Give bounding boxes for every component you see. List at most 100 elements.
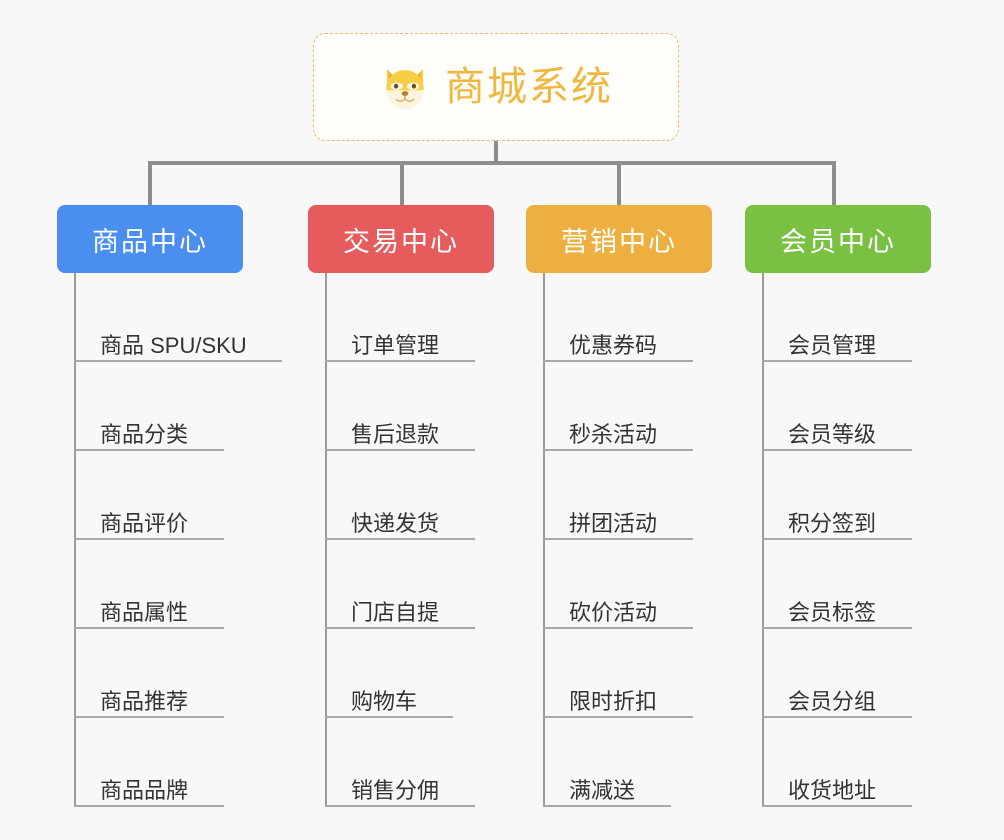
- leaf-underline: [762, 449, 912, 451]
- leaf-label: 商品品牌: [100, 777, 189, 803]
- leaf-underline: [543, 805, 671, 807]
- connector-drop-4: [832, 161, 836, 205]
- list-item[interactable]: 优惠券码: [526, 273, 736, 362]
- leaf-label: 快递发货: [351, 510, 440, 536]
- leaf-label: 购物车: [351, 688, 418, 714]
- leaf-underline: [543, 538, 693, 540]
- leaf-list-4: 会员管理 会员等级 积分签到 会员标签 会员分组 收货地址: [745, 273, 955, 807]
- category-header-4[interactable]: 会员中心: [745, 205, 931, 273]
- list-item[interactable]: 积分签到: [745, 451, 955, 540]
- leaf-list-2: 订单管理 售后退款 快递发货 门店自提 购物车 销售分佣: [308, 273, 518, 807]
- leaf-label: 满减送: [569, 777, 636, 803]
- connector-root-stem: [494, 141, 498, 164]
- leaf-underline: [325, 716, 453, 718]
- connector-drop-1: [148, 161, 152, 205]
- leaf-underline: [543, 360, 693, 362]
- leaf-label: 收货地址: [788, 777, 877, 803]
- leaf-underline: [325, 449, 475, 451]
- leaf-label: 秒杀活动: [569, 421, 658, 447]
- leaf-label: 优惠券码: [569, 332, 658, 358]
- leaf-underline: [762, 538, 912, 540]
- list-item[interactable]: 商品品牌: [57, 718, 287, 807]
- list-item[interactable]: 快递发货: [308, 451, 518, 540]
- list-item[interactable]: 秒杀活动: [526, 362, 736, 451]
- leaf-label: 会员分组: [788, 688, 877, 714]
- leaf-label: 会员标签: [788, 599, 877, 625]
- leaf-label: 积分签到: [788, 510, 877, 536]
- leaf-label: 商品评价: [100, 510, 189, 536]
- connector-drop-2: [400, 161, 404, 205]
- branch-spine-4: [762, 273, 764, 807]
- category-header-2[interactable]: 交易中心: [308, 205, 494, 273]
- leaf-label: 订单管理: [351, 332, 440, 358]
- leaf-underline: [325, 627, 475, 629]
- list-item[interactable]: 门店自提: [308, 540, 518, 629]
- leaf-underline: [762, 360, 912, 362]
- leaf-underline: [543, 449, 693, 451]
- list-item[interactable]: 商品评价: [57, 451, 287, 540]
- list-item[interactable]: 砍价活动: [526, 540, 736, 629]
- branch-spine-2: [325, 273, 327, 807]
- leaf-label: 商品属性: [100, 599, 189, 625]
- leaf-label: 商品推荐: [100, 688, 189, 714]
- leaf-underline: [325, 360, 475, 362]
- connector-drop-3: [617, 161, 621, 205]
- leaf-underline: [543, 716, 693, 718]
- leaf-label: 会员等级: [788, 421, 877, 447]
- list-item[interactable]: 售后退款: [308, 362, 518, 451]
- list-item[interactable]: 会员等级: [745, 362, 955, 451]
- list-item[interactable]: 满减送: [526, 718, 736, 807]
- leaf-underline: [325, 538, 475, 540]
- list-item[interactable]: 会员分组: [745, 629, 955, 718]
- branch-column-2: 交易中心 订单管理 售后退款 快递发货 门店自提 购物车: [308, 205, 518, 807]
- branch-spine-1: [74, 273, 76, 807]
- leaf-underline: [325, 805, 475, 807]
- leaf-label: 售后退款: [351, 421, 440, 447]
- shiba-dog-icon: [379, 61, 431, 113]
- category-label-3: 营销中心: [561, 226, 677, 257]
- branch-column-3: 营销中心 优惠券码 秒杀活动 拼团活动 砍价活动 限时折扣: [526, 205, 736, 807]
- list-item[interactable]: 拼团活动: [526, 451, 736, 540]
- leaf-underline: [74, 805, 224, 807]
- list-item[interactable]: 购物车: [308, 629, 518, 718]
- branch-column-4: 会员中心 会员管理 会员等级 积分签到 会员标签 会员分组: [745, 205, 955, 807]
- leaf-underline: [74, 538, 224, 540]
- leaf-underline: [762, 716, 912, 718]
- leaf-label: 门店自提: [351, 599, 440, 625]
- list-item[interactable]: 订单管理: [308, 273, 518, 362]
- leaf-underline: [762, 805, 912, 807]
- list-item[interactable]: 商品属性: [57, 540, 287, 629]
- list-item[interactable]: 会员管理: [745, 273, 955, 362]
- list-item[interactable]: 商品分类: [57, 362, 287, 451]
- category-label-1: 商品中心: [92, 226, 208, 257]
- leaf-label: 会员管理: [788, 332, 877, 358]
- leaf-underline: [762, 627, 912, 629]
- leaf-underline: [74, 449, 224, 451]
- category-header-1[interactable]: 商品中心: [57, 205, 243, 273]
- leaf-label: 限时折扣: [569, 688, 658, 714]
- leaf-label: 商品 SPU/SKU: [100, 332, 247, 358]
- category-header-3[interactable]: 营销中心: [526, 205, 712, 273]
- list-item[interactable]: 商品 SPU/SKU: [57, 273, 287, 362]
- root-node[interactable]: 商城系统: [313, 33, 679, 141]
- leaf-underline: [74, 627, 224, 629]
- connector-horizontal-bus: [148, 161, 836, 165]
- leaf-label: 商品分类: [100, 421, 189, 447]
- leaf-list-3: 优惠券码 秒杀活动 拼团活动 砍价活动 限时折扣 满减送: [526, 273, 736, 807]
- leaf-label: 销售分佣: [351, 777, 440, 803]
- leaf-label: 砍价活动: [569, 599, 658, 625]
- list-item[interactable]: 商品推荐: [57, 629, 287, 718]
- branch-spine-3: [543, 273, 545, 807]
- leaf-underline: [543, 627, 693, 629]
- leaf-underline: [74, 716, 224, 718]
- list-item[interactable]: 会员标签: [745, 540, 955, 629]
- category-label-2: 交易中心: [343, 226, 459, 257]
- root-title: 商城系统: [445, 65, 613, 109]
- leaf-list-1: 商品 SPU/SKU 商品分类 商品评价 商品属性 商品推荐 商品品牌: [57, 273, 287, 807]
- leaf-label: 拼团活动: [569, 510, 658, 536]
- list-item[interactable]: 销售分佣: [308, 718, 518, 807]
- list-item[interactable]: 收货地址: [745, 718, 955, 807]
- category-label-4: 会员中心: [780, 226, 896, 257]
- list-item[interactable]: 限时折扣: [526, 629, 736, 718]
